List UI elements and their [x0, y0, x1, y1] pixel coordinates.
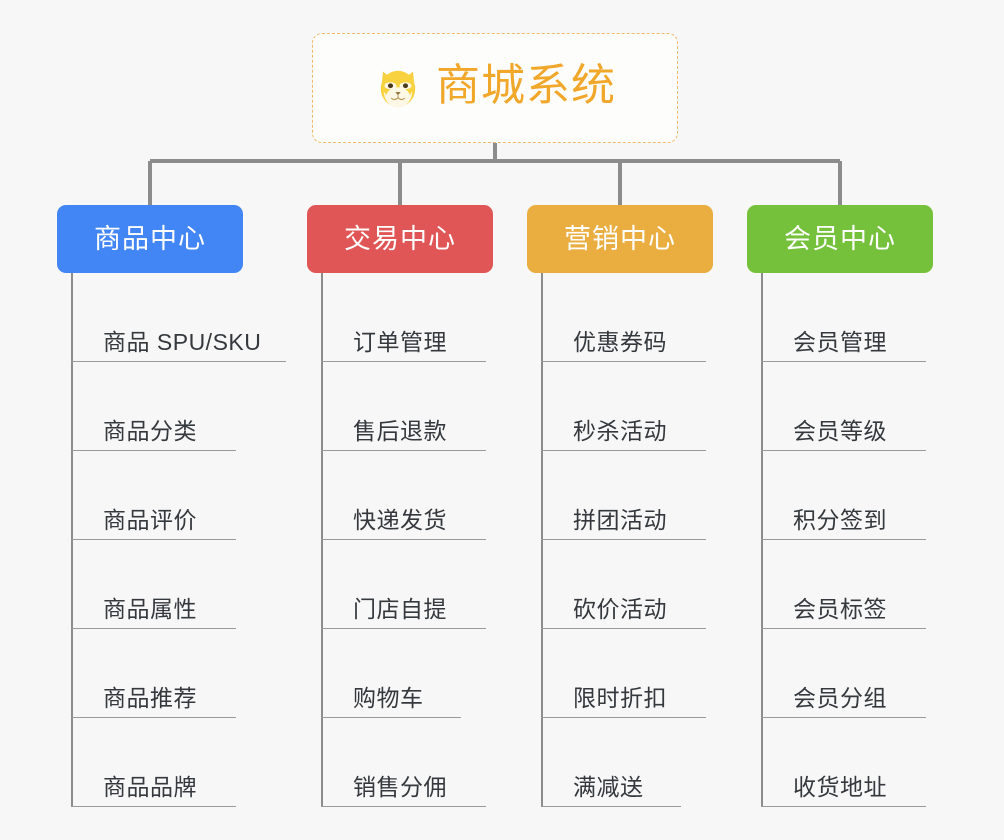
- leaf-item[interactable]: 会员等级: [761, 362, 926, 451]
- leaf-item-label: 会员标签: [793, 596, 887, 622]
- leaf-column-product: 商品 SPU/SKU 商品分类 商品评价 商品属性 商品推荐 商品品牌: [71, 273, 286, 807]
- leaf-item-label: 销售分佣: [353, 774, 447, 800]
- category-label: 交易中心: [344, 223, 456, 254]
- shiba-dog-face-icon: [380, 70, 416, 108]
- leaf-item-label: 商品品牌: [103, 774, 197, 800]
- leaf-item[interactable]: 秒杀活动: [541, 362, 706, 451]
- leaf-item-label: 购物车: [353, 685, 424, 711]
- leaf-item[interactable]: 满减送: [541, 718, 681, 807]
- leaf-item-label: 会员管理: [793, 329, 887, 355]
- leaf-item-label: 限时折扣: [573, 685, 667, 711]
- root-node[interactable]: 商城系统: [312, 33, 678, 143]
- leaf-item-label: 商品属性: [103, 596, 197, 622]
- column-spine: [71, 273, 73, 807]
- category-box-product[interactable]: 商品中心: [57, 205, 243, 273]
- leaf-item-label: 秒杀活动: [573, 418, 667, 444]
- leaf-item[interactable]: 优惠券码: [541, 273, 706, 362]
- leaf-item-label: 收货地址: [793, 774, 887, 800]
- leaf-item[interactable]: 商品属性: [71, 540, 236, 629]
- leaf-item-label: 优惠券码: [573, 329, 667, 355]
- leaf-item-label: 商品推荐: [103, 685, 197, 711]
- leaf-item[interactable]: 订单管理: [321, 273, 486, 362]
- column-spine: [761, 273, 763, 807]
- leaf-item-label: 满减送: [573, 774, 644, 800]
- leaf-item[interactable]: 会员分组: [761, 629, 926, 718]
- leaf-item[interactable]: 售后退款: [321, 362, 486, 451]
- leaf-item[interactable]: 砍价活动: [541, 540, 706, 629]
- leaf-item[interactable]: 积分签到: [761, 451, 926, 540]
- leaf-item-label: 会员分组: [793, 685, 887, 711]
- category-box-trade[interactable]: 交易中心: [307, 205, 493, 273]
- leaf-item-label: 砍价活动: [573, 596, 667, 622]
- leaf-item-label: 快递发货: [353, 507, 447, 533]
- leaf-item[interactable]: 商品推荐: [71, 629, 236, 718]
- leaf-item-label: 商品 SPU/SKU: [103, 329, 262, 355]
- leaf-item[interactable]: 商品评价: [71, 451, 236, 540]
- leaf-item[interactable]: 会员标签: [761, 540, 926, 629]
- category-label: 会员中心: [784, 223, 896, 254]
- category-label: 商品中心: [94, 223, 206, 254]
- leaf-item[interactable]: 会员管理: [761, 273, 926, 362]
- leaf-item-label: 订单管理: [353, 329, 447, 355]
- leaf-column-marketing: 优惠券码 秒杀活动 拼团活动 砍价活动 限时折扣 满减送: [541, 273, 736, 807]
- leaf-item-label: 商品评价: [103, 507, 197, 533]
- leaf-item[interactable]: 快递发货: [321, 451, 486, 540]
- leaf-column-trade: 订单管理 售后退款 快递发货 门店自提 购物车 销售分佣: [321, 273, 516, 807]
- leaf-item-label: 拼团活动: [573, 507, 667, 533]
- leaf-item[interactable]: 商品分类: [71, 362, 236, 451]
- root-title: 商城系统: [436, 61, 616, 110]
- leaf-item-label: 售后退款: [353, 418, 447, 444]
- leaf-item[interactable]: 购物车: [321, 629, 461, 718]
- category-box-member[interactable]: 会员中心: [747, 205, 933, 273]
- leaf-item[interactable]: 拼团活动: [541, 451, 706, 540]
- leaf-item[interactable]: 收货地址: [761, 718, 926, 807]
- leaf-item[interactable]: 商品 SPU/SKU: [71, 273, 286, 362]
- leaf-item-label: 积分签到: [793, 507, 887, 533]
- column-spine: [541, 273, 543, 807]
- category-box-marketing[interactable]: 营销中心: [527, 205, 713, 273]
- category-label: 营销中心: [564, 223, 676, 254]
- leaf-item[interactable]: 限时折扣: [541, 629, 706, 718]
- leaf-column-member: 会员管理 会员等级 积分签到 会员标签 会员分组 收货地址: [761, 273, 956, 807]
- leaf-item[interactable]: 销售分佣: [321, 718, 486, 807]
- leaf-item-label: 会员等级: [793, 418, 887, 444]
- leaf-item[interactable]: 门店自提: [321, 540, 486, 629]
- leaf-item-label: 门店自提: [353, 596, 447, 622]
- leaf-item-label: 商品分类: [103, 418, 197, 444]
- column-spine: [321, 273, 323, 807]
- leaf-item[interactable]: 商品品牌: [71, 718, 236, 807]
